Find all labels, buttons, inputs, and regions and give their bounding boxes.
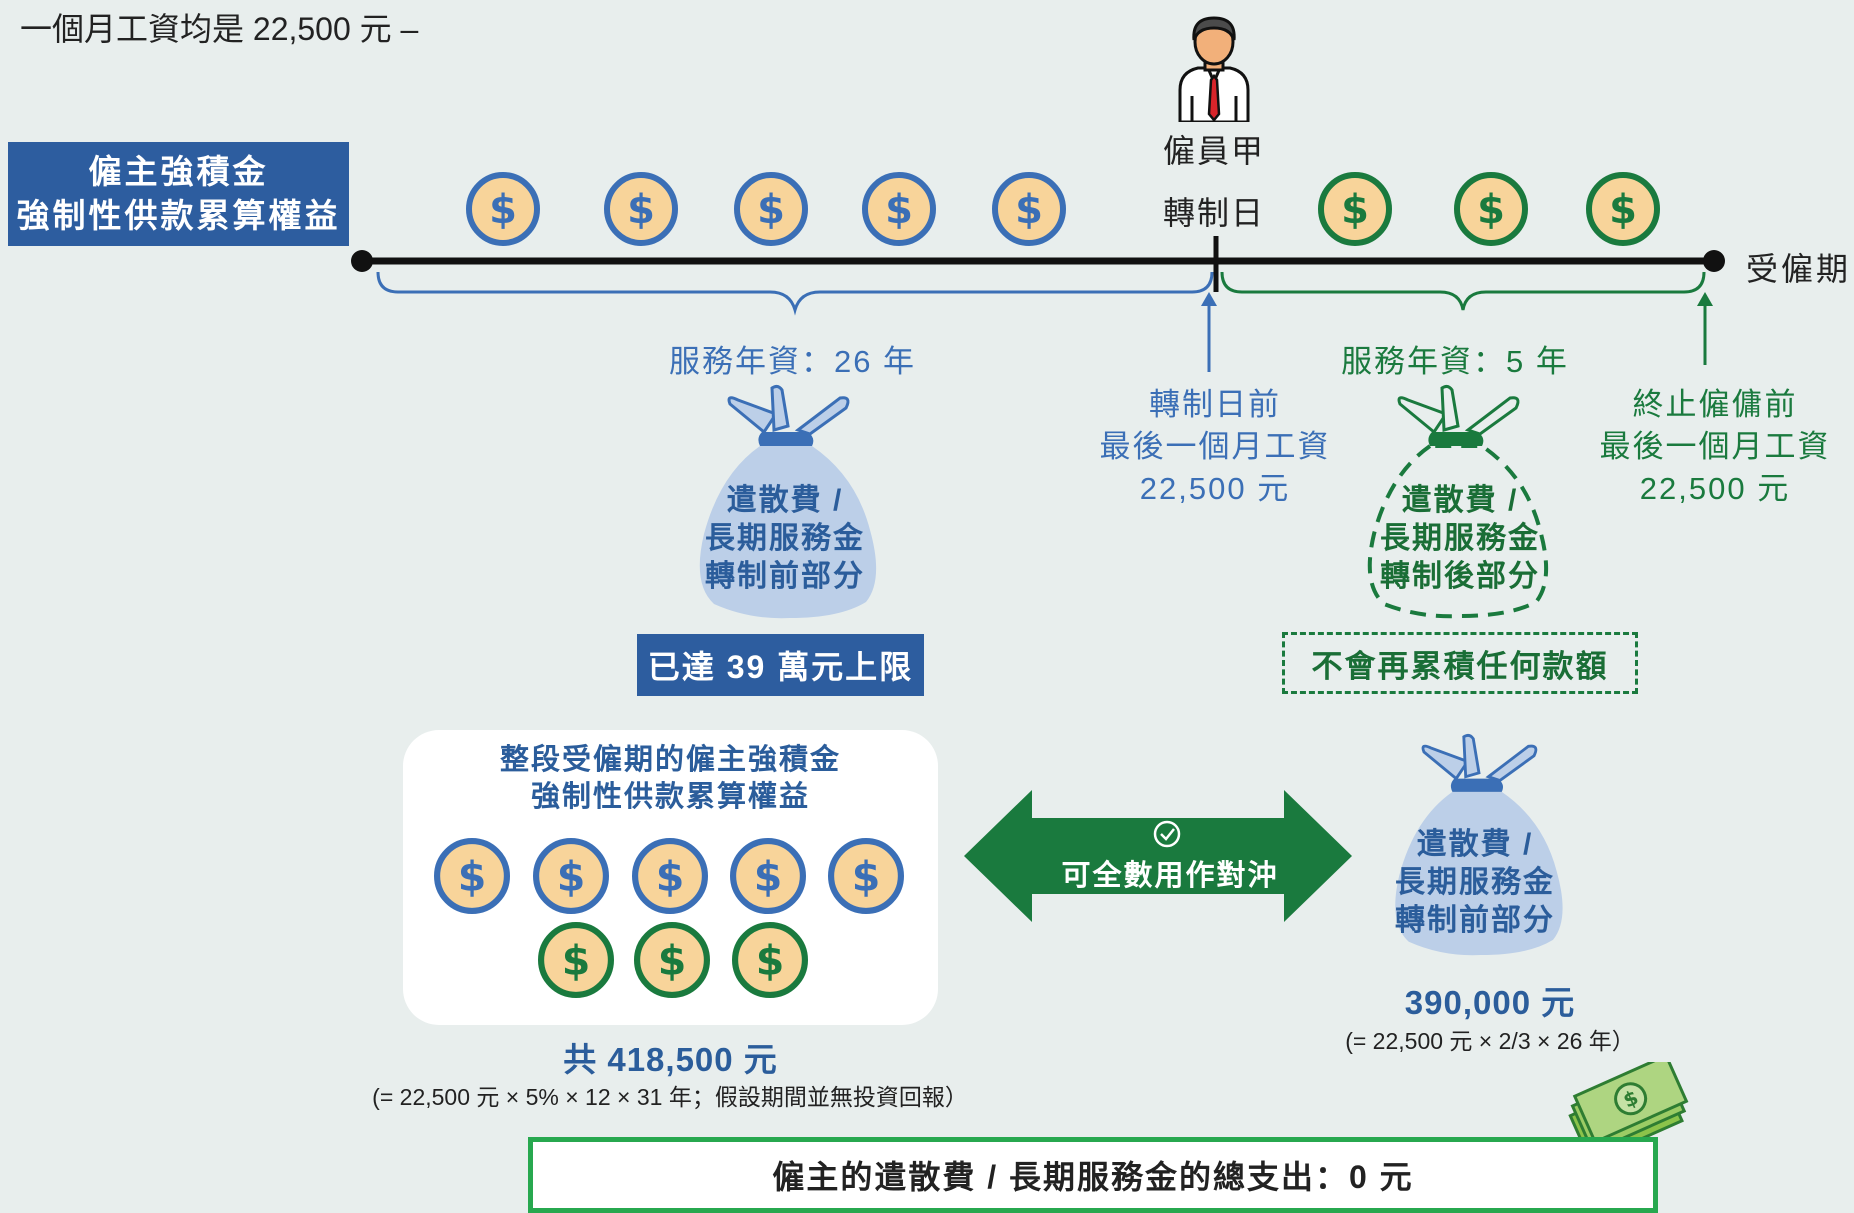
- svg-text:$: $: [658, 936, 687, 984]
- dollar-coin-icon: $: [732, 922, 808, 998]
- bag-final-line2: 長期服務金: [1395, 866, 1555, 899]
- dollar-coin-icon: $: [862, 172, 936, 246]
- bag-final-line3: 轉制前部分: [1395, 904, 1555, 937]
- dollar-coin-icon: $: [634, 922, 710, 998]
- dollar-coin-icon: $: [734, 172, 808, 246]
- severance-formula: (= 22,500 元 × 2/3 × 26 年）: [1345, 1028, 1635, 1054]
- svg-text:$: $: [1015, 187, 1043, 233]
- cap-reached-badge: 已達 39 萬元上限: [637, 634, 924, 696]
- svg-text:$: $: [756, 936, 785, 984]
- money-bag-icon: [1395, 733, 1563, 956]
- pre-wage-line2: 最後一個月工資: [1099, 429, 1331, 464]
- bag-post-text: 遣散費 / 長期服務金 轉制後部分: [1345, 482, 1575, 596]
- bag-pre-line2: 長期服務金: [705, 522, 865, 555]
- total-expense-box: 僱主的遣散費 / 長期服務金的總支出：0 元: [528, 1137, 1658, 1213]
- bag-post-line2: 長期服務金: [1380, 522, 1540, 555]
- timeline-start-dot: [351, 250, 373, 272]
- no-accumulation-badge: 不會再累積任何款額: [1282, 632, 1638, 694]
- end-wage-amount: 22,500 元: [1639, 471, 1791, 506]
- offset-double-arrow: [964, 790, 1352, 922]
- svg-text:$: $: [1341, 187, 1369, 233]
- termination-wage: 終止僱傭前 最後一個月工資 22,500 元: [1575, 384, 1854, 510]
- service-years-post: 服務年資：5 年: [1341, 344, 1569, 379]
- bag-pre-line3: 轉制前部分: [705, 560, 865, 593]
- employee-name: 僱員甲: [1162, 133, 1265, 169]
- service-years-pre: 服務年資：26 年: [668, 344, 917, 379]
- dollar-coin-icon: $: [604, 172, 678, 246]
- dollar-coin-icon: $: [533, 838, 609, 914]
- money-bag-icon: [699, 384, 877, 619]
- svg-text:$: $: [489, 187, 517, 233]
- bag-pre-text: 遣散費 / 長期服務金 轉制前部分: [655, 482, 915, 596]
- svg-text:$: $: [557, 852, 586, 900]
- pre-service-brace: [376, 271, 1214, 316]
- svg-text:$: $: [627, 187, 655, 233]
- total-box-title-line2: 強制性供款累算權益: [530, 781, 810, 813]
- pre-conversion-wage: 轉制日前 最後一個月工資 22,500 元: [1070, 384, 1360, 510]
- svg-text:$: $: [852, 852, 881, 900]
- intro-text: 一個月工資均是 22,500 元 –: [20, 11, 419, 47]
- svg-text:$: $: [754, 852, 783, 900]
- svg-text:$: $: [1477, 187, 1505, 233]
- dollar-coin-icon: $: [992, 172, 1066, 246]
- timeline-end-dot: [1703, 250, 1725, 272]
- dollar-coin-icon: $: [730, 838, 806, 914]
- employment-period-label: 受僱期: [1746, 251, 1852, 287]
- total-mpf-formula: (= 22,500 元 × 5% × 12 × 31 年；假設期間並無投資回報）: [372, 1084, 968, 1110]
- total-box-title-line1: 整段受僱期的僱主強積金: [499, 744, 841, 776]
- money-bag-icon: [1367, 384, 1549, 619]
- mpf-label-line1: 僱主強積金: [88, 153, 269, 190]
- bag-post-line1: 遣散費 /: [1401, 484, 1519, 517]
- dollar-coin-icon: $: [828, 838, 904, 914]
- dollar-coin-icon: $: [1454, 172, 1528, 246]
- svg-text:$: $: [458, 852, 487, 900]
- employee-icon: [1178, 16, 1250, 122]
- svg-text:$: $: [1609, 187, 1637, 233]
- pre-wage-line1: 轉制日前: [1149, 387, 1281, 422]
- dollar-coin-icon: $: [434, 838, 510, 914]
- conversion-day-label: 轉制日: [1162, 195, 1265, 231]
- dollar-coin-icon: $: [1586, 172, 1660, 246]
- bag-final-text: 遣散費 / 長期服務金 轉制前部分: [1360, 826, 1590, 940]
- dollar-coin-icon: $: [538, 922, 614, 998]
- bag-final-line1: 遣散費 /: [1416, 828, 1534, 861]
- check-circle-icon: [1153, 820, 1181, 848]
- mpf-label: 僱主強積金 強制性供款累算權益: [8, 142, 349, 246]
- svg-text:$: $: [885, 187, 913, 233]
- svg-text:$: $: [757, 187, 785, 233]
- end-wage-line2: 最後一個月工資: [1599, 429, 1831, 464]
- severance-amount: 390,000 元: [1404, 984, 1576, 1021]
- bag-post-line3: 轉制後部分: [1380, 560, 1540, 593]
- dollar-coin-icon: $: [632, 838, 708, 914]
- svg-text:$: $: [562, 936, 591, 984]
- dollar-coin-icon: $: [1318, 172, 1392, 246]
- end-wage-line1: 終止僱傭前: [1632, 387, 1798, 422]
- total-mpf-box-title: 整段受僱期的僱主強積金 強制性供款累算權益: [403, 742, 938, 816]
- offset-label: 可全數用作對沖: [1061, 860, 1279, 892]
- pre-wage-amount: 22,500 元: [1139, 471, 1291, 506]
- total-mpf-amount: 共 418,500 元: [563, 1041, 778, 1078]
- svg-text:$: $: [656, 852, 685, 900]
- bag-pre-line1: 遣散費 /: [726, 484, 844, 517]
- dollar-coin-icon: $: [466, 172, 540, 246]
- post-service-brace: [1220, 271, 1706, 311]
- mpf-label-line2: 強制性供款累算權益: [16, 197, 341, 234]
